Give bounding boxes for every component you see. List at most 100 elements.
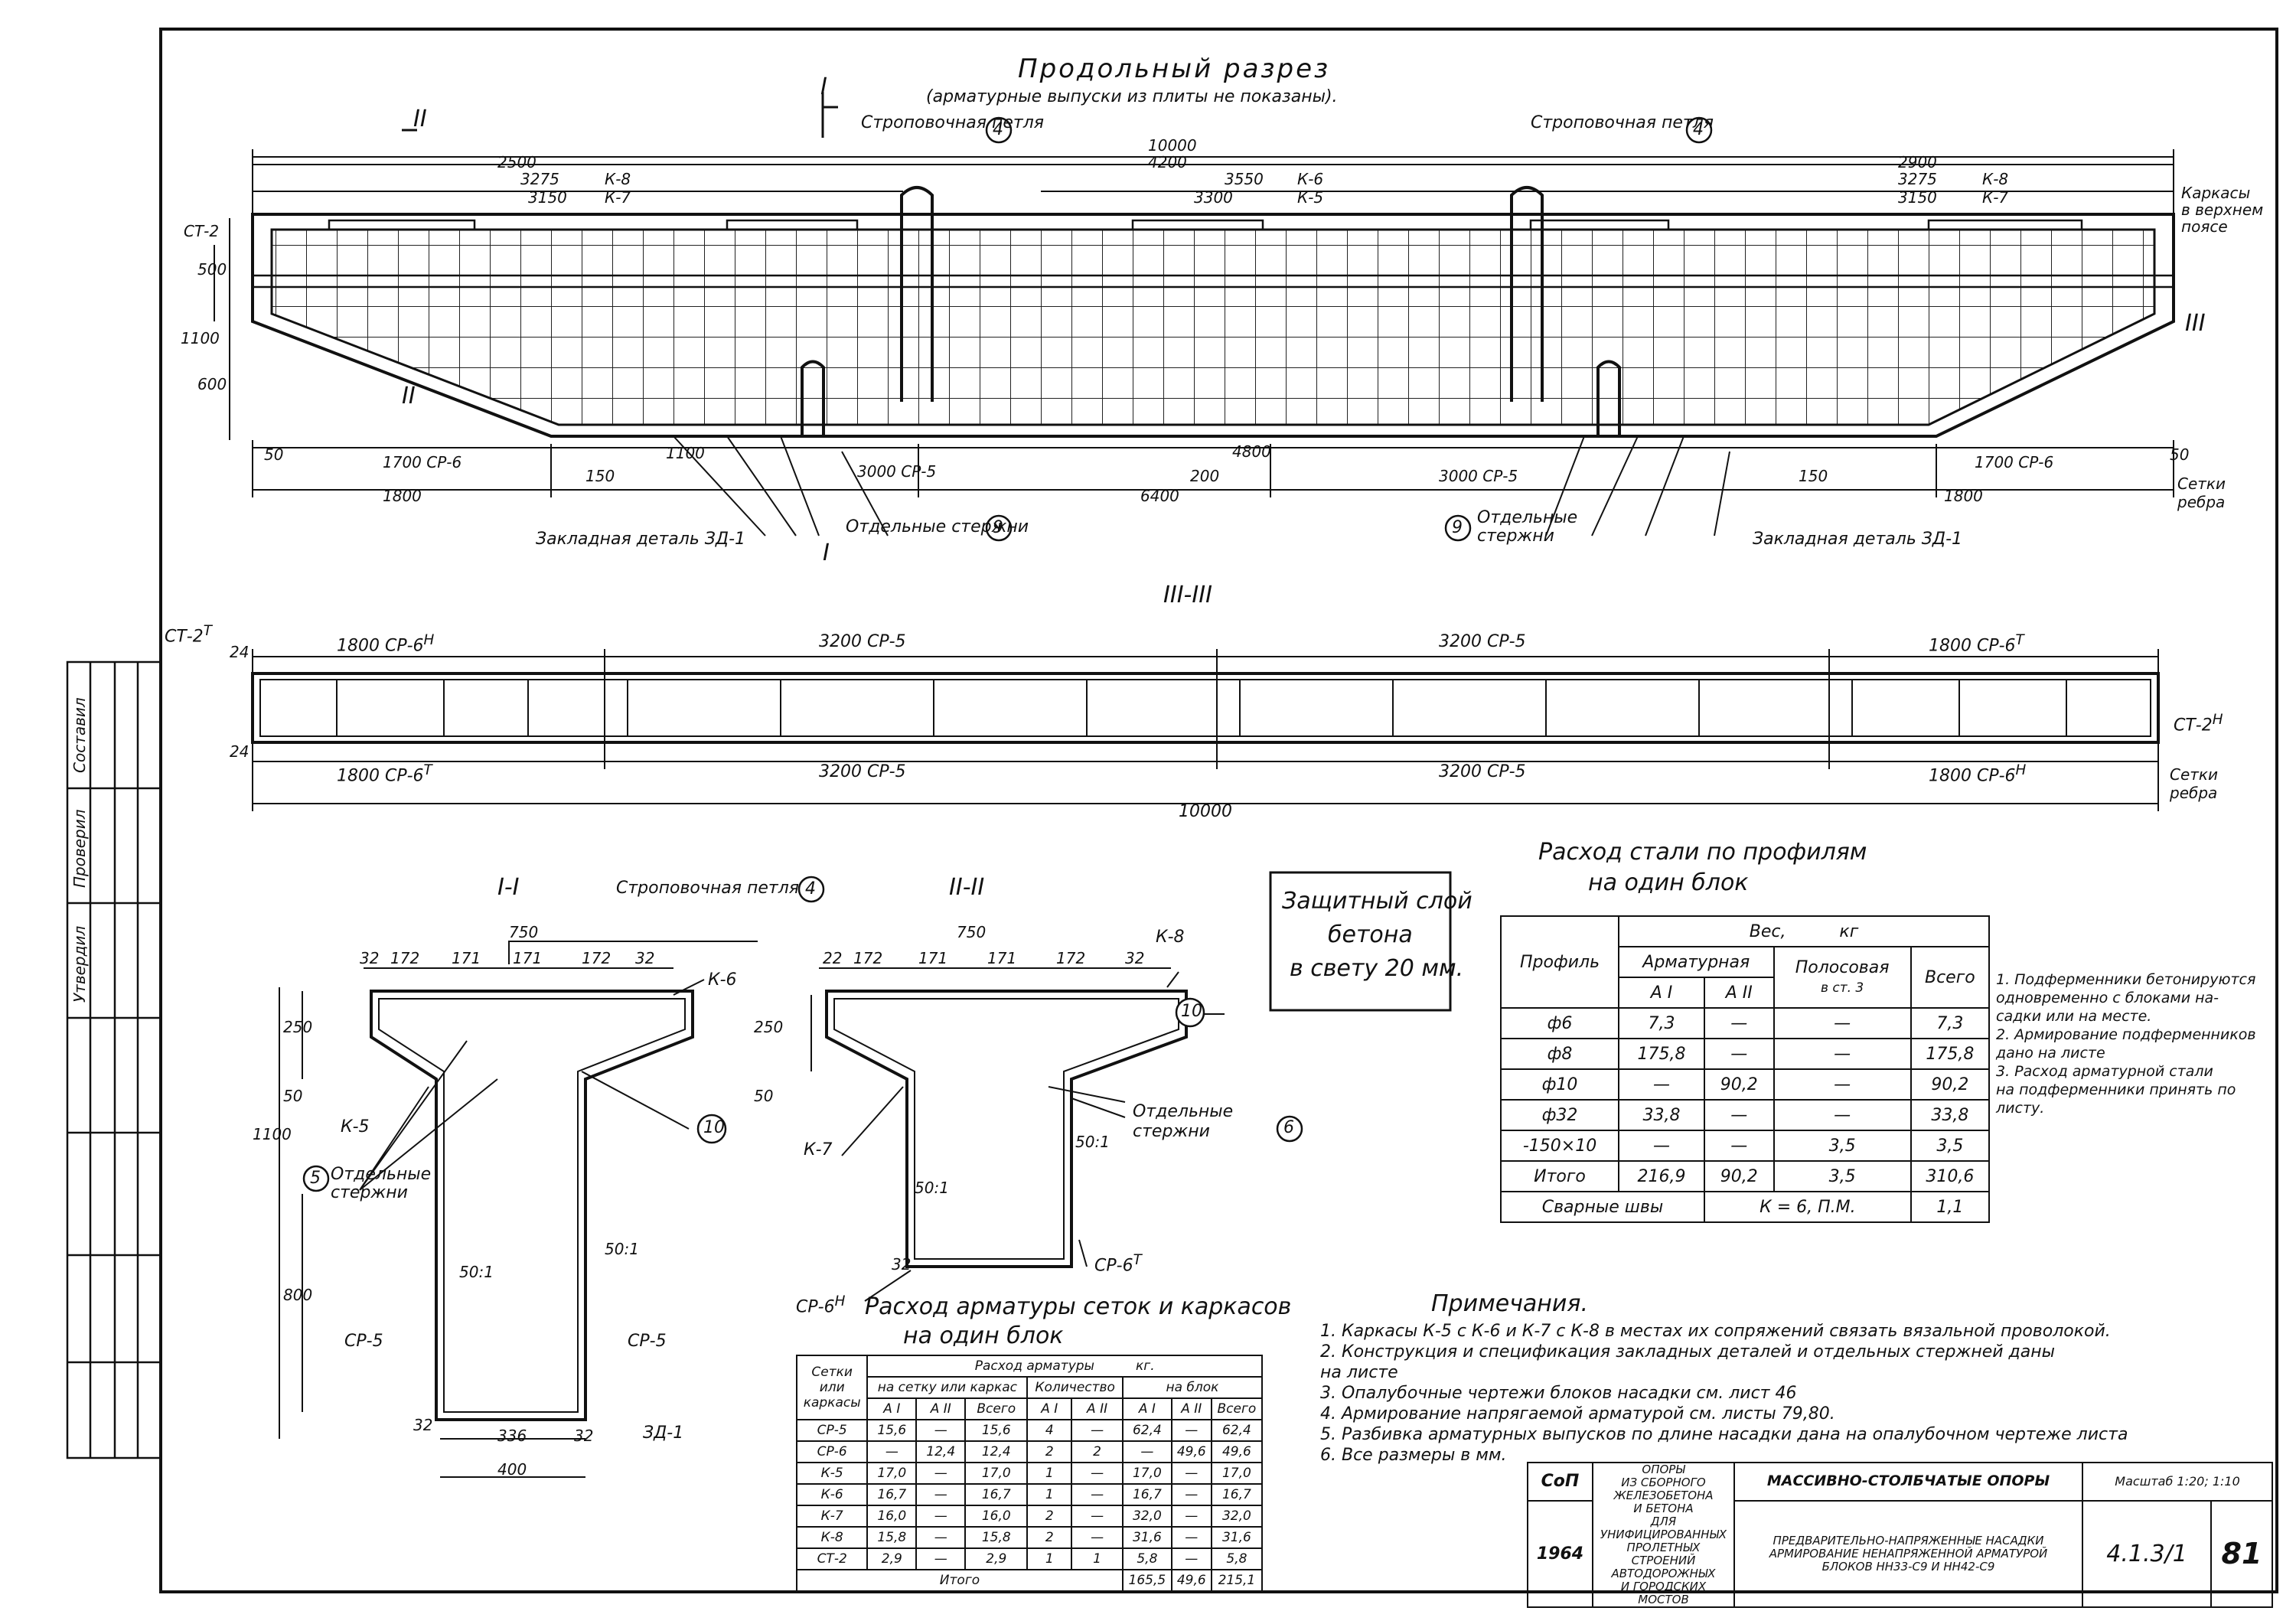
- steel-cell: —: [1704, 1007, 1775, 1039]
- s2-k8: К-8: [1156, 928, 1185, 947]
- mesh-cell: —: [1071, 1505, 1124, 1528]
- steel-h-profile: Профиль: [1499, 915, 1620, 1009]
- dim-k6: К-6: [1297, 170, 1324, 188]
- loop-label-right: Строповочная петля: [1531, 113, 1714, 132]
- steel-cell: 175,8: [1910, 1038, 1991, 1070]
- mesh-cell: 16,0: [964, 1505, 1029, 1528]
- rods-num-right: 9: [1452, 518, 1463, 537]
- note-item: 2. Конструкция и спецификация закладных …: [1320, 1342, 2055, 1362]
- mesh-h-rashod: Расход арматуры кг.: [866, 1355, 1263, 1378]
- plan-bot-dim-2: 3200 СР-5: [819, 762, 906, 781]
- section-mark-I-top: I: [820, 73, 827, 100]
- tb-desc-line: И БЕТОНА: [1633, 1502, 1694, 1515]
- s1-dim-171a: 171: [452, 949, 481, 967]
- mesh-cell: 2: [1026, 1440, 1073, 1463]
- bot-dim-1700-right: 1700 СР-6: [1975, 453, 2054, 471]
- mesh-cell: К-7: [795, 1505, 869, 1528]
- mesh-h-on-one: на сетку или каркас: [866, 1376, 1029, 1399]
- steel-cell: —: [1773, 1007, 1912, 1039]
- section-I-loop-num: 4: [805, 879, 816, 898]
- steel-cell: 216,9: [1618, 1160, 1705, 1192]
- dim-3150-right: 3150: [1898, 188, 1937, 207]
- mesh-h-a2-1: А II: [915, 1397, 967, 1420]
- section-I-title: I-I: [497, 874, 520, 901]
- s1-k5: К-5: [341, 1117, 370, 1137]
- note-item: 5. Разбивка арматурных выпусков по длине…: [1320, 1425, 2128, 1444]
- left-dim-1100: 1100: [181, 329, 220, 347]
- mesh-cell: 12,4: [915, 1440, 967, 1463]
- mesh-cell: 62,4: [1121, 1419, 1172, 1442]
- s2-left-50: 50: [754, 1087, 774, 1105]
- plan-total-dim: 10000: [1179, 802, 1232, 821]
- mesh-cell: 17,0: [1121, 1462, 1172, 1485]
- s2-dim-171a: 171: [918, 949, 948, 967]
- tb-desc-line: ОПОРЫ: [1642, 1463, 1685, 1476]
- s2-cp6n: СР-6Н: [796, 1293, 846, 1317]
- mesh-cell: —: [1170, 1547, 1212, 1570]
- note-item: 1. Каркасы К-5 с К-6 и К-7 с К-8 в места…: [1320, 1322, 2111, 1341]
- tb-code: 4.1.3/1: [2082, 1499, 2212, 1609]
- mesh-cell: 31,6: [1121, 1526, 1172, 1549]
- dim-4200: 4200: [1148, 153, 1187, 171]
- embedded-label-right: Закладная деталь ЗД-1: [1753, 530, 1963, 549]
- longitudinal-title: Продольный разрез: [1018, 54, 1331, 84]
- tb-desc-line: ЖЕЛЕЗОБЕТОНА: [1613, 1489, 1714, 1502]
- steel-cell: 7,3: [1910, 1007, 1991, 1039]
- mesh-cell: 2: [1026, 1526, 1073, 1549]
- dim-k7-left: К-7: [605, 188, 631, 207]
- mesh-cell: 15,6: [964, 1419, 1029, 1442]
- right-label-2: в верхнем: [2181, 201, 2264, 219]
- s1-left-800: 800: [283, 1286, 313, 1304]
- steel-cell: —: [1773, 1038, 1912, 1070]
- s1-dim-32b: 32: [635, 949, 655, 967]
- s2-dim-22: 22: [823, 949, 843, 967]
- mesh-cell: 2,9: [964, 1547, 1029, 1570]
- side-note-line: листу.: [1996, 1100, 2045, 1117]
- mesh-cell: 1: [1026, 1547, 1073, 1570]
- side-note-line: 1. Подферменники бетонируются: [1996, 971, 2256, 988]
- mesh-h-a1-2: А I: [1121, 1397, 1172, 1420]
- bot-dim-1700-left: 1700 СР-6: [383, 453, 462, 471]
- steel-cell: 33,8: [1618, 1099, 1705, 1131]
- mesh-cell: —: [1071, 1526, 1124, 1549]
- mesh-total-all: 215,1: [1210, 1569, 1264, 1592]
- mesh-total-label: Итого: [796, 1569, 1124, 1592]
- s2-dim-32: 32: [1125, 949, 1145, 967]
- s1-dim-32a: 32: [360, 949, 380, 967]
- bot-dim-1800-right: 1800: [1944, 487, 1983, 505]
- mesh-cell: 16,0: [866, 1505, 918, 1528]
- steel-cell: —: [1773, 1068, 1912, 1101]
- stamp-c3: Утвердил: [70, 925, 89, 1003]
- s1-bot-32a: 32: [413, 1416, 433, 1434]
- stamp-c2: Проверил: [70, 809, 89, 888]
- mesh-cell: 16,7: [964, 1483, 1029, 1506]
- s1-bot-32b: 32: [574, 1427, 594, 1445]
- tb-org: СоП: [1527, 1462, 1593, 1502]
- s1-zd1: ЗД-1: [643, 1423, 684, 1443]
- dim-3275-left: 3275: [520, 170, 559, 188]
- s2-cp6t: СР-6Т: [1094, 1252, 1142, 1276]
- s1-left-250: 250: [283, 1018, 313, 1036]
- s2-left-250: 250: [754, 1018, 784, 1036]
- steel-cell: 310,6: [1910, 1160, 1991, 1192]
- mesh-cell: 49,6: [1170, 1440, 1212, 1463]
- steel-row: ф10—90,2—90,2: [1499, 1068, 1991, 1101]
- loop-num-left: 4: [993, 120, 1003, 139]
- steel-weld-label: Сварные швы: [1500, 1191, 1705, 1223]
- note-item: на листе: [1320, 1363, 1398, 1382]
- steel-title-1: Расход стали по профилям: [1538, 839, 1867, 866]
- tb-desc-line: И ГОРОДСКИХ МОСТОВ: [1620, 1580, 1707, 1606]
- mesh-cell: 4: [1026, 1419, 1073, 1442]
- steel-cell: —: [1773, 1099, 1912, 1131]
- s1-rods-2: стержни: [331, 1183, 408, 1202]
- bot-dim-4800: 4800: [1232, 442, 1271, 461]
- setki-rebra-label: Сетки ребра: [2177, 474, 2226, 511]
